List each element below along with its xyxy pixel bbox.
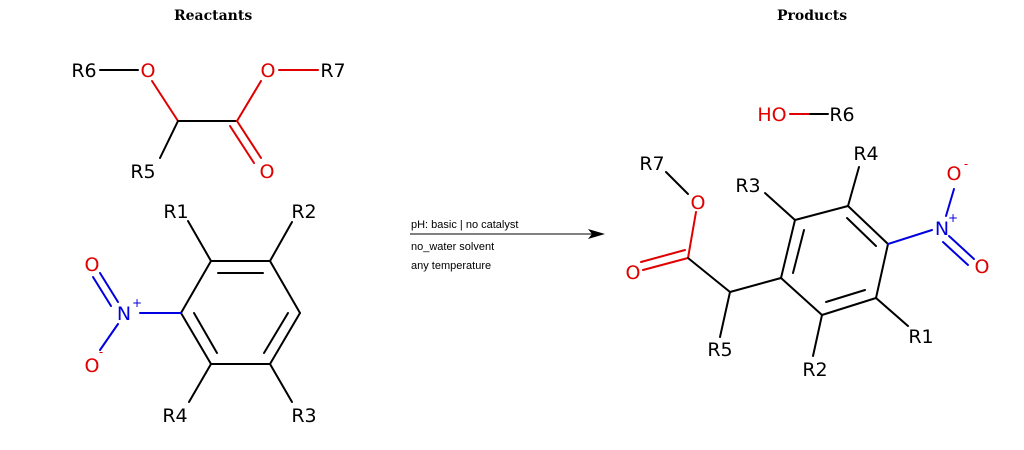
r7-label: R7	[320, 60, 345, 82]
bond	[180, 312, 212, 365]
r4-label: R4	[162, 405, 187, 427]
bond	[846, 217, 877, 247]
bond	[764, 192, 796, 221]
condition-solvent: no_water solvent	[411, 241, 494, 253]
hydroxyl-label: HO	[757, 104, 786, 126]
bond	[99, 323, 119, 351]
ester-oxygen-label: O	[261, 60, 276, 82]
r1-label: R1	[163, 201, 188, 223]
reaction-arrow: pH: basic | no catalyst no_water solvent…	[410, 219, 605, 272]
oxygen-charge-label: -	[964, 157, 968, 171]
bond	[687, 257, 731, 293]
nitro-oxygen-top-label: O	[85, 254, 100, 276]
bond	[821, 297, 877, 316]
bond	[792, 229, 805, 274]
bond	[193, 312, 218, 354]
bond	[665, 171, 689, 195]
nitro-nitrogen-label: N	[117, 303, 131, 325]
nitrogen-charge-label: +	[132, 296, 142, 310]
carbonyl-oxygen-label: O	[260, 161, 275, 183]
r7-label: R7	[639, 153, 664, 175]
carbonyl-oxygen-label: O	[626, 262, 641, 284]
bond	[780, 219, 796, 279]
nitro-oxygen-top-label: O	[947, 163, 962, 185]
bond	[236, 80, 262, 122]
condition-temperature: any temperature	[411, 260, 491, 272]
reactants-header: Reactants	[174, 8, 253, 24]
bond	[948, 235, 975, 260]
bond	[942, 241, 969, 266]
bond	[719, 291, 731, 338]
product-aryl-ester: R7 O O R5 R3 R4 R1 R2 N + O - O	[626, 143, 990, 381]
nitro-oxygen-bottom-label: O	[85, 355, 100, 377]
r3-label: R3	[735, 175, 760, 197]
r4-label: R4	[853, 143, 878, 165]
bond	[875, 243, 889, 299]
bond	[847, 205, 889, 245]
condition-ph-catalyst: pH: basic | no catalyst	[411, 219, 518, 231]
bond	[151, 80, 179, 122]
bond	[92, 276, 112, 307]
bond	[159, 120, 179, 159]
bond	[640, 249, 686, 263]
bond	[188, 363, 212, 403]
bond	[236, 120, 262, 159]
products-header: Products	[777, 8, 848, 24]
r5-label: R5	[707, 339, 732, 361]
ester-oxygen-label: O	[691, 192, 706, 214]
arrow-head	[588, 229, 605, 239]
bond	[99, 272, 119, 303]
nitro-nitrogen-label: N	[935, 218, 949, 240]
r5-label: R5	[130, 161, 155, 183]
nitro-oxygen-right-label: O	[975, 256, 990, 278]
bond	[263, 312, 289, 354]
bond	[269, 363, 293, 403]
r1-label: R1	[908, 326, 933, 348]
reactant-ester-ether: R6 O O R7 R5 O	[71, 60, 345, 183]
r2-label: R2	[802, 359, 827, 381]
bond	[794, 205, 849, 221]
bond	[187, 220, 212, 262]
bond	[687, 211, 697, 259]
bond	[780, 277, 823, 316]
bond	[847, 166, 860, 207]
r6-label: R6	[71, 60, 96, 82]
bond	[269, 260, 301, 314]
r6-label: R6	[829, 104, 854, 126]
bond	[729, 277, 782, 293]
bond	[945, 188, 955, 217]
r3-label: R3	[291, 405, 316, 427]
nitrogen-charge-label: +	[948, 211, 958, 225]
bond	[875, 297, 909, 327]
bond	[269, 221, 293, 262]
bond	[269, 312, 301, 365]
bond	[180, 260, 212, 314]
bond	[229, 125, 255, 164]
bond	[887, 229, 933, 245]
r2-label: R2	[291, 201, 316, 223]
bond	[642, 257, 689, 271]
product-alcohol: HO R6	[757, 104, 854, 126]
bond	[825, 289, 866, 303]
bond	[812, 314, 823, 357]
ether-oxygen-label: O	[141, 60, 156, 82]
reactant-nitroarene: R1 R2 R3 R4 N + O O -	[85, 201, 317, 427]
oxygen-charge-label: -	[99, 345, 103, 359]
